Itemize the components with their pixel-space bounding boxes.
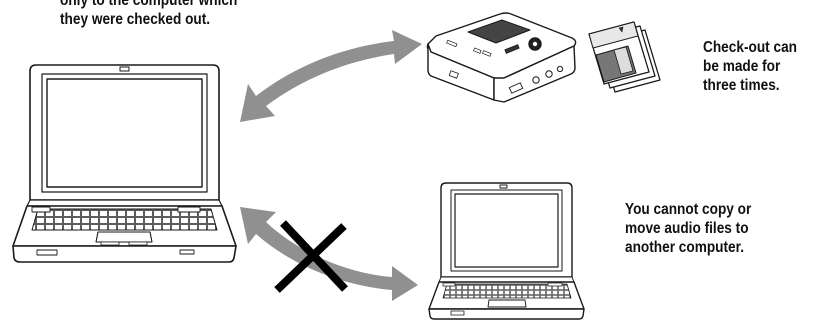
note-copy: You cannot copy or move audio files to a… bbox=[625, 200, 751, 257]
note-copy-line-3: another computer. bbox=[625, 238, 751, 257]
other-laptop-icon bbox=[429, 183, 584, 319]
main-laptop-icon bbox=[13, 65, 236, 262]
note-top-line-2: they were checked out. bbox=[60, 10, 237, 29]
note-copy-line-2: move audio files to bbox=[625, 219, 751, 238]
note-top: only to the computer which they were che… bbox=[60, 0, 237, 35]
note-checkout-line-3: three times. bbox=[703, 76, 797, 95]
double-arrow-icon bbox=[240, 207, 418, 301]
note-top-line-1: only to the computer which bbox=[60, 0, 237, 10]
note-checkout: Check-out can be made for three times. bbox=[703, 38, 797, 95]
minidisc-stack-icon bbox=[589, 22, 660, 92]
double-arrow-icon bbox=[240, 30, 422, 122]
note-checkout-line-1: Check-out can bbox=[703, 38, 797, 57]
note-checkout-line-2: be made for bbox=[703, 57, 797, 76]
minidisc-player-icon bbox=[427, 13, 575, 102]
note-copy-line-1: You cannot copy or bbox=[625, 200, 751, 219]
